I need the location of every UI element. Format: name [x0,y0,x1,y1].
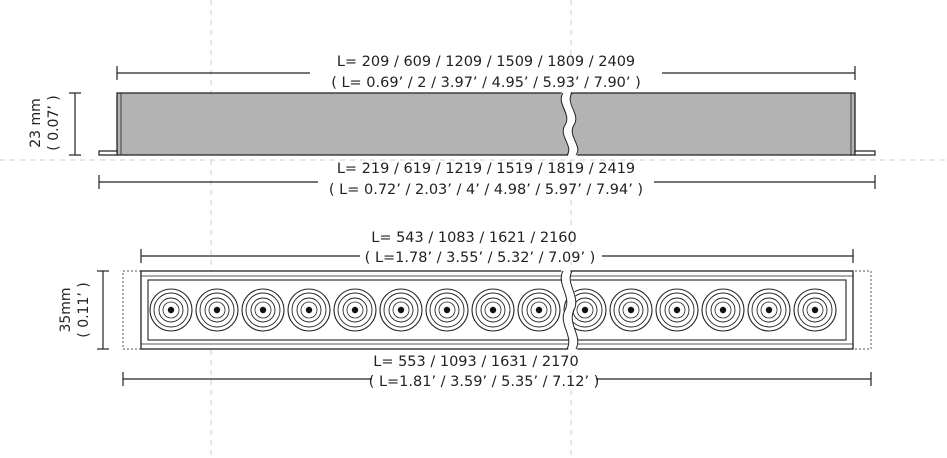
led-optic [149,288,193,332]
led-array [149,288,837,332]
top-length-mm-label: L= 209 / 609 / 1209 / 1509 / 1809 / 2409 [337,54,635,70]
profile-body [116,92,856,156]
led-optic [701,288,745,332]
height-in-label: ( 0.07’ ) [46,95,62,150]
led-optic [287,288,331,332]
profile-left-flange [98,150,118,156]
outer-length-mm-label: L= 553 / 1093 / 1631 / 2170 [373,354,579,370]
led-optic [333,288,377,332]
top-view: L= 543 / 1083 / 1621 / 2160 ( L=1.78’ / … [58,230,872,390]
led-optic [655,288,699,332]
profile-break-symbol [561,90,578,158]
led-optic [471,288,515,332]
led-optic [747,288,791,332]
led-optic [793,288,837,332]
led-optic [379,288,423,332]
inner-length-mm-label: L= 543 / 1083 / 1621 / 2160 [371,230,577,246]
profile-view: L= 209 / 609 / 1209 / 1509 / 1809 / 2409… [28,54,876,198]
led-optic [241,288,285,332]
profile-right-flange [854,150,876,156]
height-mm-label: 23 mm [28,98,44,148]
led-optic [609,288,653,332]
inner-length-ft-label: ( L=1.78’ / 3.55’ / 5.32’ / 7.09’ ) [365,250,596,266]
led-optic [425,288,469,332]
width-in-label: ( 0.11’ ) [76,282,92,337]
led-optic [563,288,607,332]
outer-length-ft-label: ( L=1.81’ / 3.59’ / 5.35’ / 7.12’ ) [369,374,600,390]
bottom-length-mm-label: L= 219 / 619 / 1219 / 1519 / 1819 / 2419 [337,161,635,177]
led-optic [517,288,561,332]
top-view-break-symbol [561,266,578,354]
top-length-ft-label: ( L= 0.69’ / 2 / 3.97’ / 4.95’ / 5.93’ /… [331,75,641,91]
led-optic [195,288,239,332]
bottom-length-ft-label: ( L= 0.72’ / 2.03’ / 4’ / 4.98’ / 5.97’ … [329,182,643,198]
width-mm-label: 35mm [58,287,74,332]
